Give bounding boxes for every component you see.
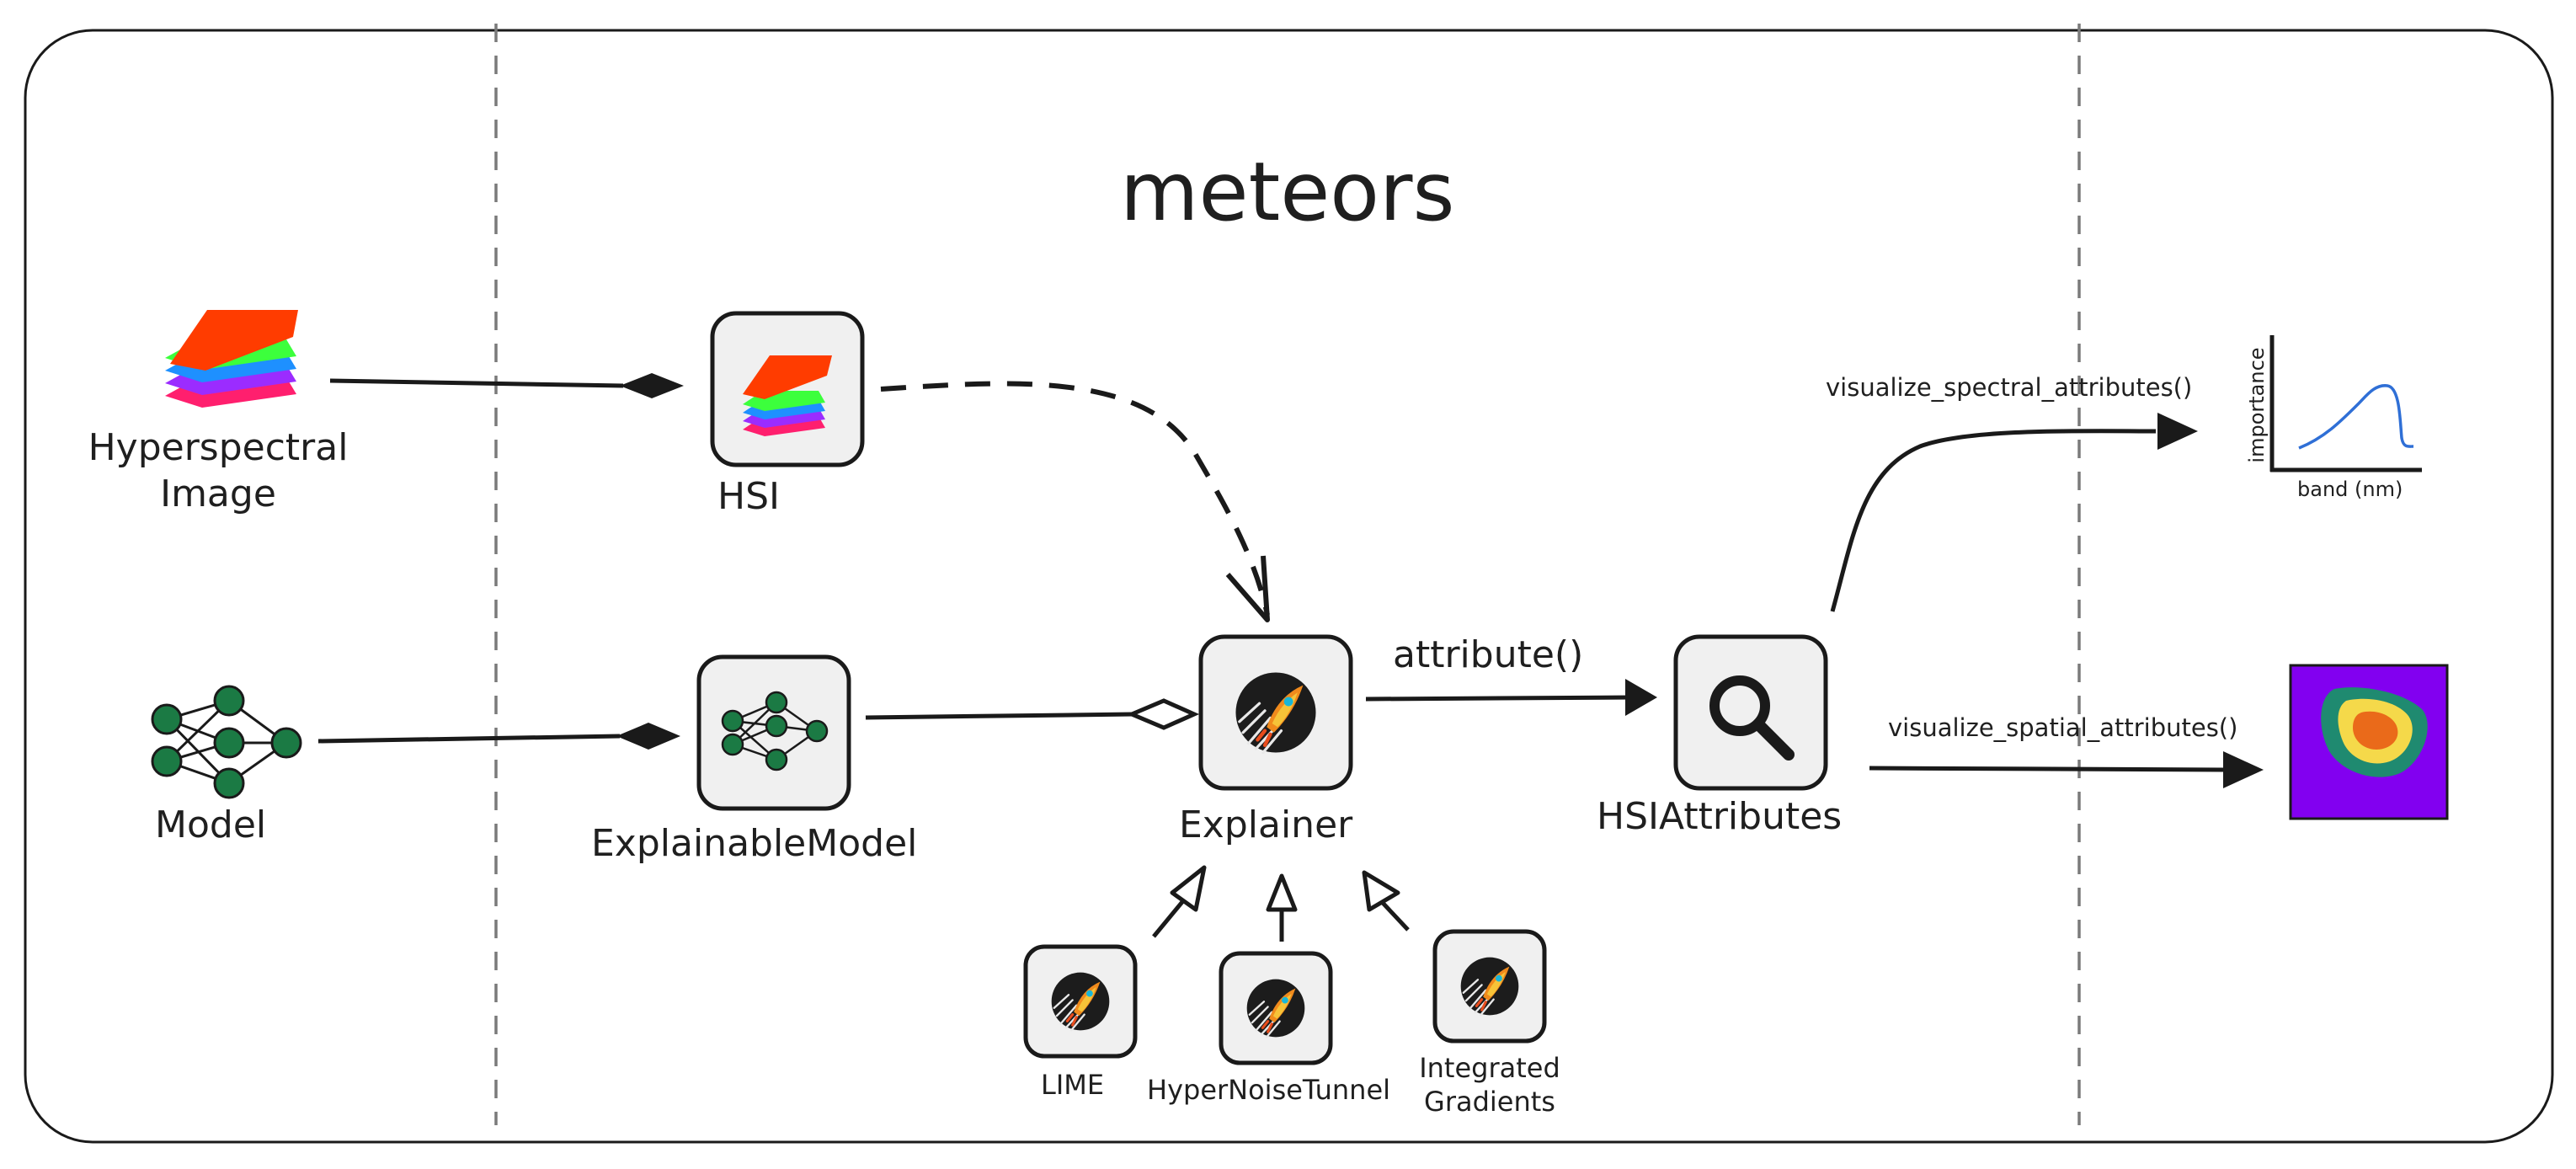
composition-diamond-model: [616, 723, 680, 750]
hsi-box: [710, 311, 865, 467]
spectral-attributes-plot: [2269, 335, 2422, 472]
hyperspectral-image-icon: [165, 310, 298, 408]
hyperspectral-image-label: Hyperspectral Image: [88, 424, 349, 517]
explainer-label: Explainer: [1179, 803, 1353, 846]
aggregation-diamond: [1126, 698, 1200, 730]
hsi-attributes-box: [1673, 634, 1828, 791]
method-box-lime: [1023, 944, 1138, 1059]
attribute-arrow: [1365, 695, 1635, 702]
spectral-call-label: visualize_spectral_attributes(): [1826, 373, 2193, 402]
composition-diamond-hsi: [620, 373, 684, 398]
hyperspectral-image-label-line2: Image: [160, 472, 276, 515]
spatial-call-label: visualize_spatial_attributes(): [1888, 713, 2238, 742]
explainer-box: [1198, 634, 1353, 791]
spectral-arrow: [1830, 429, 2157, 612]
spatial-arrow: [1869, 766, 2224, 772]
explainable-model-label: ExplainableModel: [591, 822, 918, 865]
hsi-attributes-label: HSIAttributes: [1597, 795, 1843, 838]
method-label-integrated-gradients: Integrated Gradients: [1403, 1051, 1576, 1118]
neural-network-icon: [151, 685, 302, 799]
explainable-model-box: [696, 654, 851, 811]
inheritance-arrows: [1152, 865, 1410, 942]
model-label: Model: [155, 803, 267, 846]
diagram-frame: [24, 29, 2554, 1144]
method-label-hypernoisetunnel: HyperNoiseTunnel: [1147, 1074, 1391, 1106]
hyperspectral-image-label-line1: Hyperspectral: [88, 426, 349, 469]
magnifier-icon: [1709, 675, 1795, 761]
spectral-importance-curve: [2298, 384, 2414, 450]
method-box-integrated-gradients: [1432, 929, 1547, 1044]
method-label-lime: LIME: [1041, 1069, 1105, 1101]
method-box-hypernoisetunnel: [1219, 951, 1333, 1065]
page-title: meteors: [1120, 145, 1455, 239]
hsi-label: HSI: [717, 475, 780, 518]
dependency-arrow: [880, 381, 1270, 616]
spectral-plot-ylabel: importance: [2245, 347, 2269, 463]
method-label-integrated-gradients-line2: Gradients: [1424, 1086, 1555, 1118]
spatial-attributes-map: [2289, 664, 2449, 820]
spectral-plot-xlabel: band (nm): [2297, 478, 2403, 501]
attribute-call-label: attribute(): [1393, 633, 1584, 676]
method-label-integrated-gradients-line1: Integrated: [1419, 1052, 1560, 1084]
